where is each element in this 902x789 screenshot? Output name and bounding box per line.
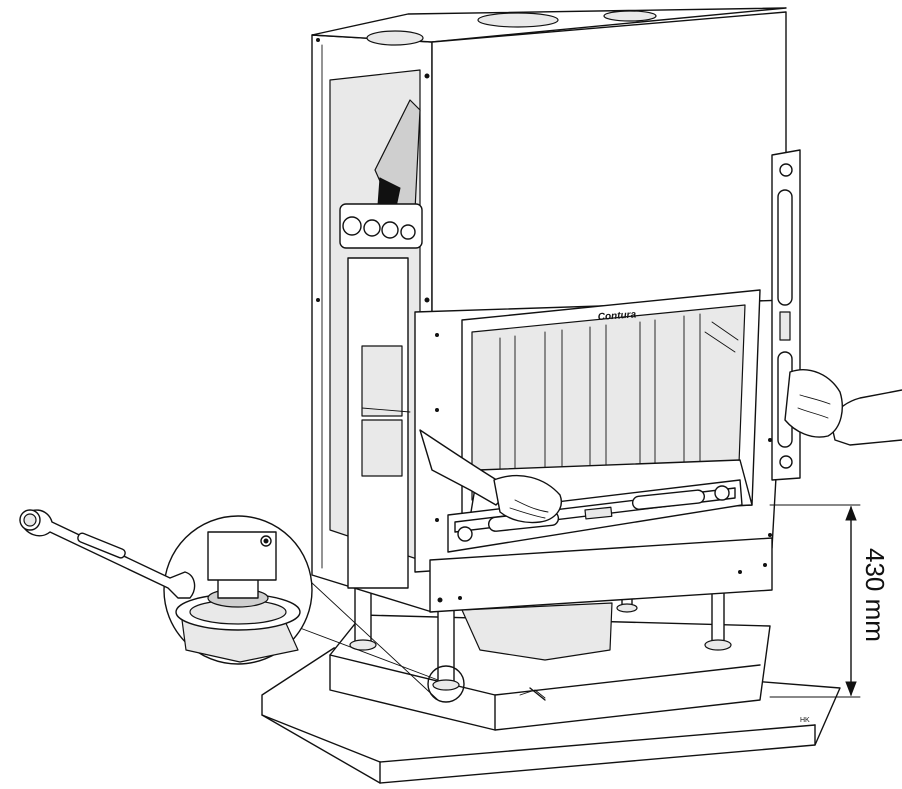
right-hand: [784, 369, 902, 446]
firebox-ribs: [499, 313, 739, 479]
leg-detail-callout: [19, 509, 439, 701]
leg-detail-marker: [427, 665, 465, 703]
stove-body: [311, 7, 787, 613]
brand-label: Contura: [597, 309, 636, 323]
dimension-label: 430 mm: [860, 548, 890, 642]
vent-holes: [339, 203, 423, 249]
height-dimension: [769, 504, 861, 698]
left-hand: [419, 429, 562, 524]
vertical-spirit-level: [771, 149, 801, 481]
artist-mark: HK: [800, 717, 810, 724]
